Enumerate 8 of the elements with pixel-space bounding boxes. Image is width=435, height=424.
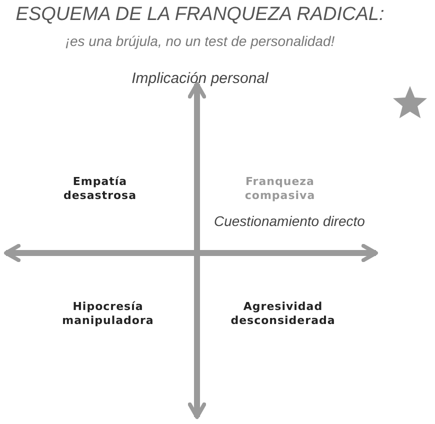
- axis-label: Implicación personal: [130, 70, 270, 87]
- quadrant-label: Agresividad desconsiderada: [230, 300, 336, 328]
- quadrant-label: Franqueza compasiva: [244, 175, 316, 203]
- subtitle: ¡es una brújula, no un test de personalidad!: [64, 33, 336, 49]
- diagram-title: ESQUEMA DE LA FRANQUEZA RADICAL:: [14, 4, 386, 26]
- quadrant-label: Empatía desastrosa: [62, 175, 138, 203]
- quadrant-label: Hipocresía manipuladora: [61, 300, 155, 328]
- axis-label: Cuestionamiento directo: [214, 213, 365, 229]
